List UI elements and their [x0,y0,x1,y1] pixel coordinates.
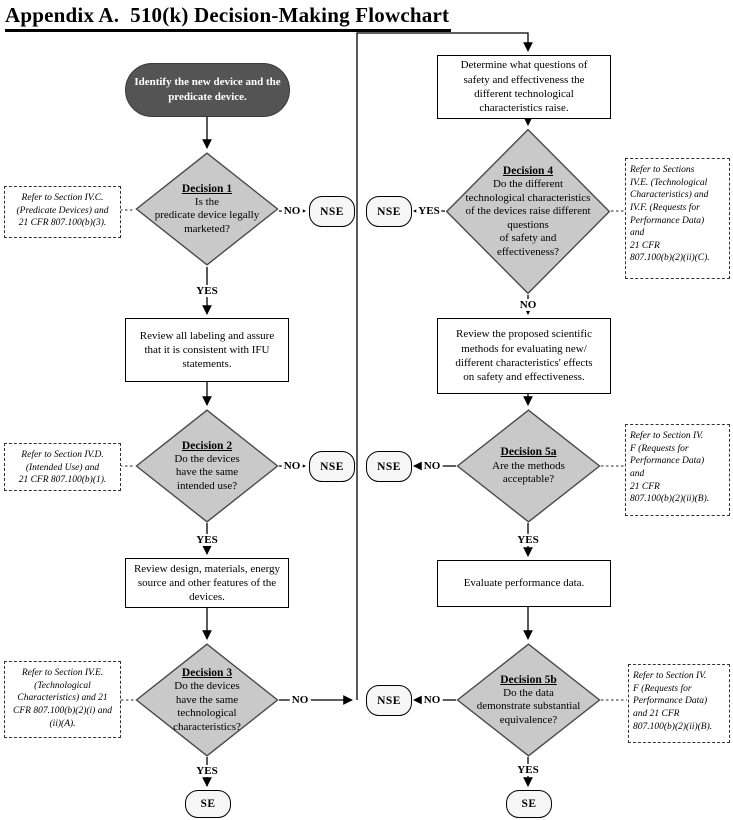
note-decision-1: Refer to Section IV.C. (Predicate Device… [4,186,121,238]
yes-label-decision-5b: YES [515,763,541,777]
page-title: Appendix A. 510(k) Decision-Making Flowc… [5,3,452,32]
note-decision-2: Refer to Section IV.D. (Intended Use) an… [4,443,121,491]
nse-terminal-decision-5a: NSE [366,451,412,482]
decision-5b-title: Decision 5b [500,673,557,686]
decision-2-title: Decision 2 [181,439,233,452]
review-methods-text: Review the proposed scientific methods f… [455,328,593,384]
start-node-label: Identify the new device and the predicat… [134,76,281,103]
evaluate-performance-box: Evaluate performance data. [437,560,611,607]
nse-terminal-decision-2: NSE [309,451,355,482]
decision-2-diamond: Decision 2 Do the devices have the same … [135,409,279,523]
decision-5b-question: Do the data demonstrate substantial equi… [476,687,581,726]
nse-label: NSE [377,460,401,473]
nse-label: NSE [320,460,344,473]
decision-1-question: Is the predicate device legally marketed… [154,196,260,235]
note-decision-5a: Refer to Section IV. F (Requests for Per… [625,424,730,516]
decision-3-diamond: Decision 3 Do the devices have the same … [135,643,279,757]
review-design-box: Review design, materials, energy source … [125,558,289,608]
decision-1-diamond: Decision 1 Is the predicate device legal… [135,152,279,266]
yes-label-decision-5a: YES [515,533,541,547]
decision-5a-diamond: Decision 5a Are the methods acceptable? [456,409,601,523]
decision-4-diamond: Decision 4 Do the different technologica… [445,128,611,295]
start-node: Identify the new device and the predicat… [125,63,290,117]
yes-label-decision-1: YES [194,284,220,298]
yes-label-decision-4: YES [416,204,442,218]
note-decision-5b: Refer to Section IV. F (Requests for Per… [628,664,730,743]
yes-label-decision-2: YES [194,533,220,547]
no-label-decision-5a: NO [421,459,443,473]
nse-terminal-decision-4: NSE [366,196,412,227]
diamond-shape [456,643,601,757]
review-labeling-text: Review all labeling and assure that it i… [139,329,275,371]
review-methods-box: Review the proposed scientific methods f… [437,318,611,394]
nse-label: NSE [377,694,401,707]
diamond-shape [445,128,611,295]
decision-4-title: Decision 4 [502,165,554,178]
diamond-shape [135,152,279,266]
se-terminal-right: SE [506,790,552,818]
no-label-decision-5b: NO [421,693,443,707]
nse-label: NSE [377,205,401,218]
review-labeling-box: Review all labeling and assure that it i… [125,318,289,382]
yes-label-decision-3: YES [194,764,220,778]
no-label-decision-4: NO [517,298,539,312]
se-label: SE [200,798,216,810]
determine-questions-text: Determine what questions of safety and e… [460,59,588,115]
note-decision-4: Refer to Sections IV.E. (Technological C… [625,158,730,279]
evaluate-performance-text: Evaluate performance data. [463,577,585,590]
decision-3-title: Decision 3 [181,667,233,679]
diamond-shape [456,409,601,523]
diamond-shape [135,643,279,757]
decision-2-question: Do the devices have the same intended us… [174,453,240,492]
determine-questions-box: Determine what questions of safety and e… [437,55,611,119]
nse-label: NSE [320,205,344,218]
no-label-decision-3: NO [289,693,311,707]
review-design-text: Review design, materials, energy source … [133,562,281,604]
decision-3-question: Do the devices have the same technologic… [173,680,241,733]
decision-1-title: Decision 1 [181,182,233,195]
nse-terminal-decision-5b: NSE [366,685,412,716]
no-label-decision-2: NO [281,459,303,473]
decision-5a-question: Are the methods acceptable? [492,459,565,486]
note-decision-3: Refer to Section IV.E. (Technological Ch… [4,661,121,738]
se-terminal-left: SE [185,790,231,818]
nse-terminal-decision-1: NSE [309,196,355,227]
se-label: SE [521,798,537,810]
decision-4-question: Do the different technological character… [465,178,591,258]
no-label-decision-1: NO [281,204,303,218]
diamond-shape [135,409,279,523]
decision-5b-diamond: Decision 5b Do the data demonstrate subs… [456,643,601,757]
decision-5a-title: Decision 5a [500,446,557,459]
